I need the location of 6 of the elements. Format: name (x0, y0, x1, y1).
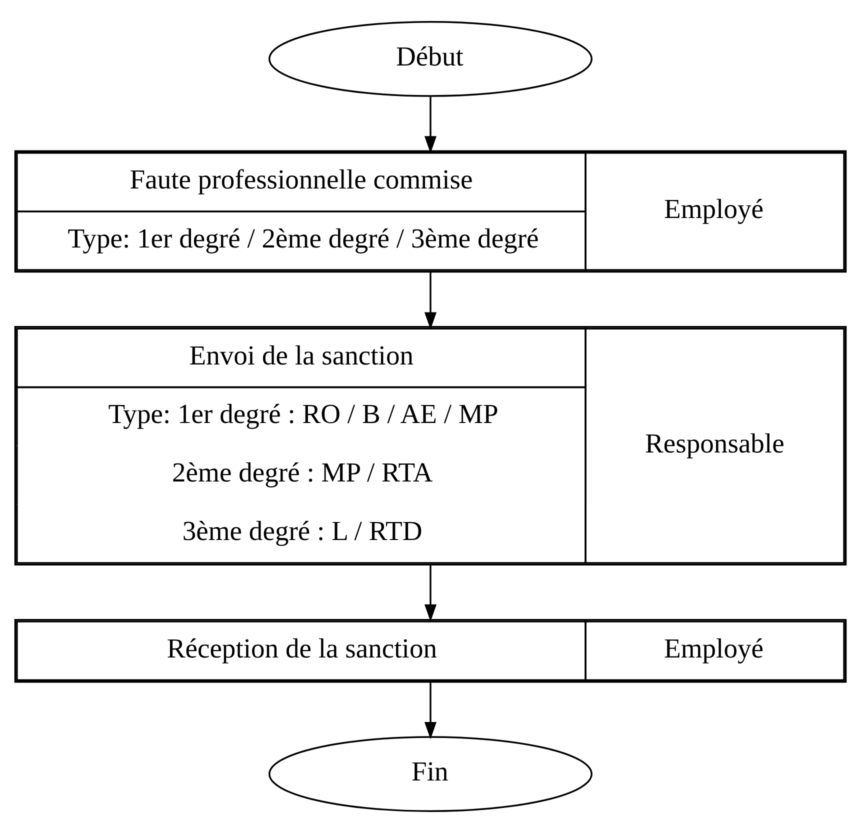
node-ellipse: Fin (268, 736, 592, 812)
arrow (424, 96, 437, 153)
node-ellipse: Début (268, 20, 592, 96)
arrow (424, 682, 437, 739)
arrow (424, 564, 437, 622)
arrow (424, 272, 437, 329)
